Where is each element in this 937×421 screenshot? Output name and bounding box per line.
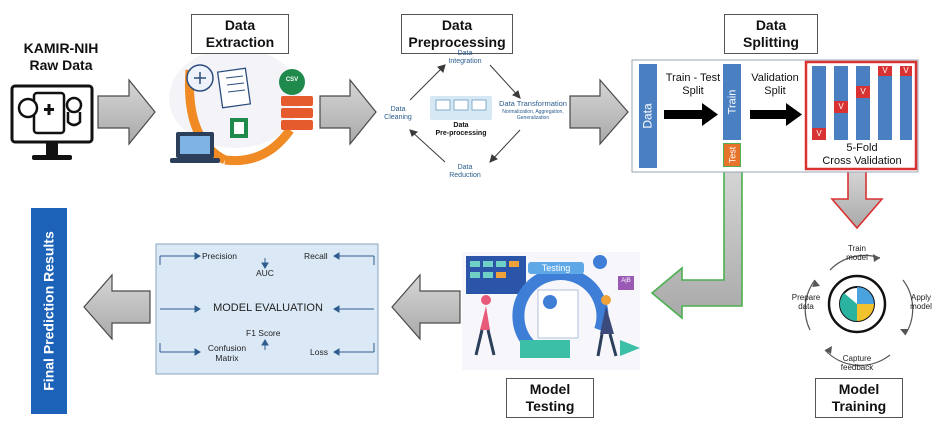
stage-testing-line1: Model — [529, 381, 571, 397]
eval-precision: Precision — [202, 251, 237, 261]
pp-center: Data Pre-processing — [435, 122, 487, 137]
stage-splitting-line2: Splitting — [743, 34, 799, 50]
pp-cleaning: Data Cleaning — [384, 106, 412, 121]
stage-splitting-box: Data Splitting — [724, 14, 818, 54]
stage-extraction-box: Data Extraction — [191, 14, 289, 54]
flow-arrow-2 — [319, 78, 377, 146]
test-box: Test — [723, 143, 741, 167]
stage-training-box: Model Training — [815, 378, 903, 418]
stage-training-line2: Training — [831, 398, 887, 414]
validation-split-label: Validation Split — [751, 72, 799, 97]
eval-f1: F1 Score — [246, 328, 281, 338]
tc-prepare-data: Prepare data — [791, 293, 821, 311]
model-testing-illustration — [462, 252, 640, 370]
preprocessing-cycle-arrows — [409, 64, 521, 163]
preprocessing-center-image — [430, 96, 492, 120]
fold-1-v: V — [812, 128, 826, 140]
fold-3-top — [856, 66, 870, 86]
flow-arrow-3 — [569, 78, 629, 146]
stage-preprocessing-box: Data Preprocessing — [401, 14, 513, 54]
stage-extraction-line2: Extraction — [205, 34, 275, 50]
test-box-label: Test — [727, 146, 738, 164]
eval-auc: AUC — [256, 268, 274, 278]
final-results-bar — [31, 208, 67, 414]
final-results-label: Final Prediction Results — [41, 231, 58, 391]
pp-transformation-sub: Normalization, Aggregation, Generalizati… — [502, 109, 564, 121]
raw-data-label: KAMIR-NIH Raw Data — [23, 40, 99, 73]
train-test-arrow — [664, 103, 718, 126]
csv-badge: CSV — [285, 77, 299, 83]
flow-arrow-4 — [391, 273, 461, 341]
stage-testing-box: Model Testing — [506, 378, 594, 418]
evaluation-connectors — [159, 252, 375, 356]
testing-banner: Testing — [541, 263, 571, 273]
training-cycle — [804, 254, 914, 366]
train-test-split-label: Train - Test Split — [665, 72, 721, 97]
pp-transformation: Data Transformation — [499, 99, 567, 108]
fold-4-bottom — [878, 76, 892, 140]
pp-integration: Data Integration — [448, 50, 482, 65]
flow-arrow-1 — [97, 78, 156, 146]
test-to-testing-arrow — [650, 166, 743, 320]
cv-to-training-arrow — [830, 169, 884, 230]
fold-2-top — [834, 66, 848, 101]
tc-train-model: Train model — [846, 244, 868, 262]
final-results-wrap: Final Prediction Results — [31, 208, 67, 414]
fold-5-v: V — [900, 66, 912, 76]
fold-5 — [900, 66, 912, 140]
ab-badge: A|B — [621, 278, 631, 284]
fold-2-v: V — [834, 101, 848, 113]
eval-recall: Recall — [304, 251, 328, 261]
eval-title: MODEL EVALUATION — [213, 302, 323, 314]
eval-loss: Loss — [310, 347, 328, 357]
fold-4-v: V — [878, 66, 892, 76]
eval-confusion-matrix: Confusion Matrix — [207, 343, 247, 363]
data-bar-label-wrap: Data — [639, 64, 657, 168]
fold-3-bottom — [856, 98, 870, 140]
stage-preprocessing-line1: Data — [441, 17, 473, 33]
stage-splitting-line1: Data — [755, 17, 787, 33]
flow-arrow-5 — [83, 273, 151, 341]
stage-testing-line2: Testing — [525, 398, 575, 414]
stage-extraction-line1: Data — [224, 17, 256, 33]
validation-arrow — [750, 103, 802, 126]
tc-capture-feedback: Capture feedback — [840, 354, 874, 372]
train-bar: Train — [723, 64, 741, 140]
fold-1 — [812, 66, 826, 128]
data-bar — [639, 64, 657, 168]
stage-training-line1: Model — [838, 381, 880, 397]
train-bar-label: Train — [726, 89, 738, 115]
cv-label: 5-Fold Cross Validation — [822, 142, 902, 167]
data-bar-label: Data — [641, 103, 656, 129]
fold-3-v: V — [856, 86, 870, 98]
fold-2-bottom — [834, 113, 848, 140]
monitor-medical-icon — [10, 84, 94, 160]
stage-preprocessing-line2: Preprocessing — [408, 34, 506, 50]
cv-outline — [804, 60, 918, 171]
tc-apply-model: Apply model — [910, 293, 932, 311]
pp-reduction: Data Reduction — [449, 164, 481, 179]
data-extraction-illustration — [169, 48, 313, 166]
